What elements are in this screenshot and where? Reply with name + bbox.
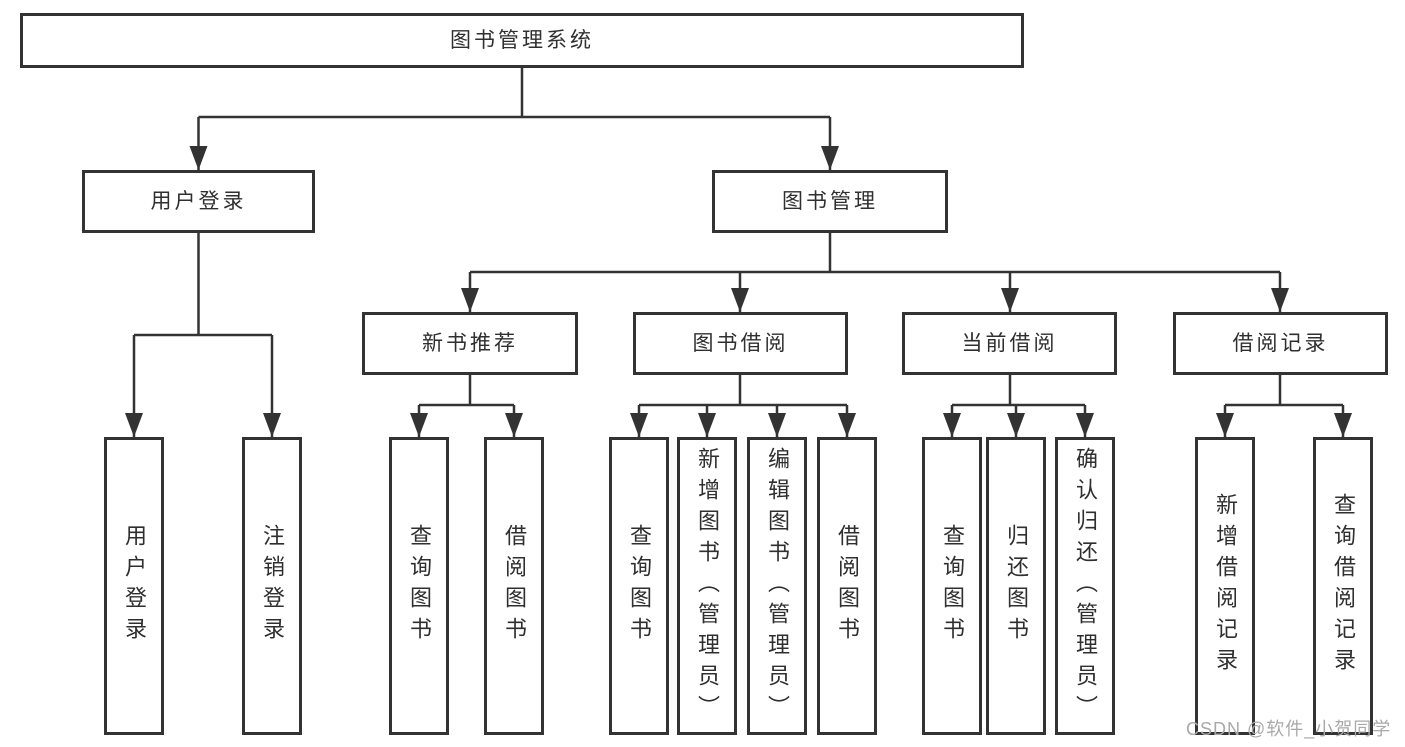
leaf-logout: 注销登录 [242,437,302,735]
node-new-book-recommend: 新书推荐 [362,312,578,375]
leaf-add-book-admin: 新增图书（管理员） [677,437,737,735]
node-book-management: 图书管理 [712,170,948,233]
node-book-borrow: 图书借阅 [633,312,848,375]
leaf-return-book: 归还图书 [986,437,1046,735]
leaf-query-books-recommend: 查询图书 [389,437,449,735]
leaf-confirm-return-admin: 确认归还（管理员） [1055,437,1115,735]
leaf-borrow-books-recommend: 借阅图书 [484,437,544,735]
csdn-watermark: CSDN @软件_小贺同学 [1186,719,1392,739]
leaf-query-books-current: 查询图书 [922,437,982,735]
leaf-add-borrow-record: 新增借阅记录 [1195,437,1255,735]
node-borrow-records: 借阅记录 [1173,312,1388,375]
leaf-query-books-borrow: 查询图书 [609,437,669,735]
node-current-borrow: 当前借阅 [902,312,1117,375]
leaf-user-login: 用户登录 [104,437,164,735]
leaf-query-borrow-record: 查询借阅记录 [1313,437,1373,735]
leaf-edit-book-admin: 编辑图书（管理员） [747,437,807,735]
node-user-login: 用户登录 [82,170,315,233]
node-library-system: 图书管理系统 [20,13,1024,68]
leaf-borrow-books: 借阅图书 [817,437,877,735]
